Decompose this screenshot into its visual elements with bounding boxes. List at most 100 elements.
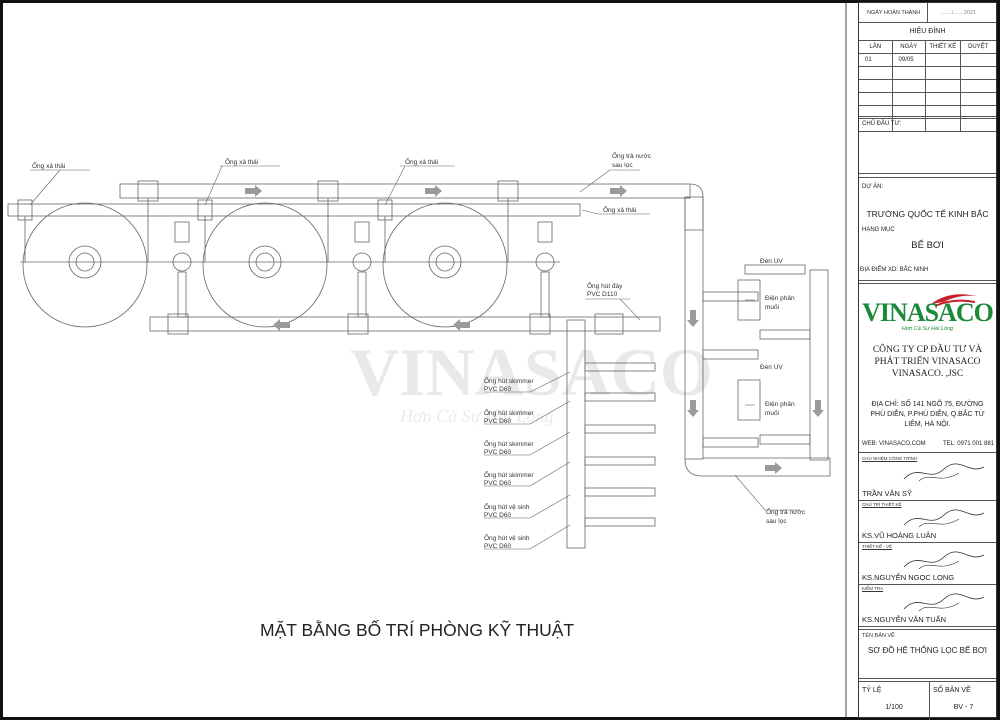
svg-text:muối: muối — [765, 408, 779, 417]
filter-tank — [202, 202, 328, 328]
completion-value: ......./.......2021 — [941, 10, 977, 16]
title-block: NGÀY HOÀN THÀNH ......./.......2021 HIỆU… — [858, 2, 997, 720]
labels: Ống xả thải Ống xả thải Ống xả thải Ống … — [29, 150, 806, 550]
revision-row — [859, 67, 996, 80]
svg-text:Ống xả thải: Ống xả thải — [603, 204, 636, 214]
revision-row — [859, 93, 996, 106]
svg-text:Ống hút skimmer: Ống hút skimmer — [484, 407, 534, 417]
revision-cell — [926, 80, 961, 92]
svg-text:Ống xả thải: Ống xả thải — [405, 156, 438, 166]
role-label: THIẾT KẾ - VẼ — [862, 544, 893, 549]
svg-text:PVC D60: PVC D60 — [484, 386, 511, 393]
logo-swoosh-icon — [931, 294, 977, 307]
frame-left — [0, 0, 3, 720]
sheet-value: BV - 7 — [953, 704, 974, 711]
svg-text:Ống hút skimmer: Ống hút skimmer — [484, 375, 534, 385]
revision-cell — [859, 67, 893, 79]
revision-cell: DUYỆT — [968, 44, 989, 50]
svg-text:Ống xả thải: Ống xả thải — [32, 160, 65, 170]
svg-text:VINASACO: VINASACO — [350, 334, 713, 410]
revision-title: HIỆU ĐÍNH — [859, 23, 996, 41]
revision-cell — [893, 106, 927, 118]
frame-top — [0, 0, 1000, 3]
svg-text:Hơn Cả Sự Hài Lòng: Hơn Cả Sự Hài Lòng — [399, 406, 553, 426]
item-label: HẠNG MỤC — [862, 227, 895, 233]
project-name: TRƯỜNG QUỐC TẾ KINH BẮC — [866, 209, 989, 219]
revision-cell — [961, 54, 996, 66]
signature-block: CHỦ NHIỆM CÔNG TRÌNH TRẦN VĂN SỸ — [859, 455, 996, 501]
signature-icon — [903, 551, 985, 570]
svg-text:PVC D60: PVC D60 — [484, 480, 511, 487]
sheet-label: SỐ BẢN VẼ — [933, 687, 971, 694]
logo-tagline: Hơn Cả Sự Hài Lòng — [901, 326, 954, 332]
revision-cell — [961, 80, 996, 92]
signature-icon — [903, 593, 985, 612]
frame-bottom — [0, 717, 1000, 720]
filter-tank — [22, 202, 148, 328]
svg-text:PVC D60: PVC D60 — [484, 543, 511, 550]
person-name: KS.NGUYỄN NGỌC LONG — [862, 573, 955, 582]
drawing-title: MẶT BẰNG BỐ TRÍ PHÒNG KỸ THUẬT — [260, 619, 574, 640]
role-label: CHỦ NHIỆM CÔNG TRÌNH — [862, 456, 918, 461]
flow-arrows — [245, 185, 824, 474]
revision-cell — [859, 80, 893, 92]
revision-cell — [893, 80, 927, 92]
svg-text:Đèn UV: Đèn UV — [760, 258, 783, 265]
svg-text:Ống hút vệ sinh: Ống hút vệ sinh — [484, 501, 530, 511]
revision-cell: 09/05 — [893, 54, 927, 66]
svg-text:PVC D110: PVC D110 — [587, 291, 618, 298]
revision-row — [859, 80, 996, 93]
salt-chlorinator — [737, 379, 761, 421]
salt-chlorinator — [737, 279, 761, 321]
svg-text:Ống hút đáy: Ống hút đáy — [587, 280, 623, 290]
revision-cell: LẦN — [859, 41, 893, 53]
frame-right — [997, 0, 1000, 720]
svg-text:Ống xả thải: Ống xả thải — [225, 156, 258, 166]
revision-cell — [961, 93, 996, 105]
svg-text:Đèn UV: Đèn UV — [760, 364, 783, 371]
revision-cell — [926, 54, 961, 66]
revision-cell — [893, 119, 927, 131]
svg-text:Ống hút skimmer: Ống hút skimmer — [484, 438, 534, 448]
website: WEB: VINASACO.COM — [862, 441, 926, 447]
phone: TEL: 0971 001 881 — [942, 441, 994, 447]
signature-icon — [903, 509, 985, 528]
piping — [7, 180, 831, 549]
scale-value: 1/100 — [885, 704, 903, 711]
drawing-name: SƠ ĐỒ HỆ THỐNG LỌC BỂ BƠI — [868, 646, 987, 655]
svg-text:Ống hút vệ sinh: Ống hút vệ sinh — [484, 532, 530, 542]
revision-cell — [961, 67, 996, 79]
project-label: DỰ ÁN: — [862, 184, 884, 190]
completion-label: NGÀY HOÀN THÀNH — [867, 10, 921, 16]
role-label: KIỂM TRA — [862, 586, 884, 591]
svg-text:Ống hút skimmer: Ống hút skimmer — [484, 469, 534, 479]
svg-text:PVC D60: PVC D60 — [484, 418, 511, 425]
location: ĐỊA ĐIỂM XD: BẮC NINH — [860, 267, 929, 273]
butterfly-valve — [594, 313, 624, 335]
revision-cell: 01 — [859, 54, 893, 66]
investor-label: CHỦ ĐẦU TƯ: — [862, 121, 902, 127]
item-name: BỂ BƠI — [911, 240, 944, 251]
signature-icon — [903, 463, 985, 482]
svg-text:PVC D60: PVC D60 — [484, 449, 511, 456]
person-name: KS.NGUYỄN VĂN TUẤN — [862, 615, 947, 624]
drawing-name-label: TÊN BẢN VẼ — [862, 633, 895, 639]
svg-text:Điện phân: Điện phân — [765, 401, 795, 408]
svg-text:sau lọc: sau lọc — [612, 162, 633, 169]
filter-tank — [382, 202, 508, 328]
revision-cell: NGÀY — [893, 41, 927, 53]
svg-text:sau lọc: sau lọc — [766, 518, 787, 525]
signature-block: KIỂM TRA KS.NGUYỄN VĂN TUẤN — [859, 585, 996, 627]
watermark: VINASACO Hơn Cả Sự Hài Lòng — [350, 334, 713, 426]
svg-text:Điện phân: Điện phân — [765, 295, 795, 302]
revision-cell — [926, 93, 961, 105]
person-name: TRẦN VĂN SỸ — [862, 489, 913, 498]
person-name: KS.VŨ HOÀNG LUÂN — [862, 531, 937, 540]
